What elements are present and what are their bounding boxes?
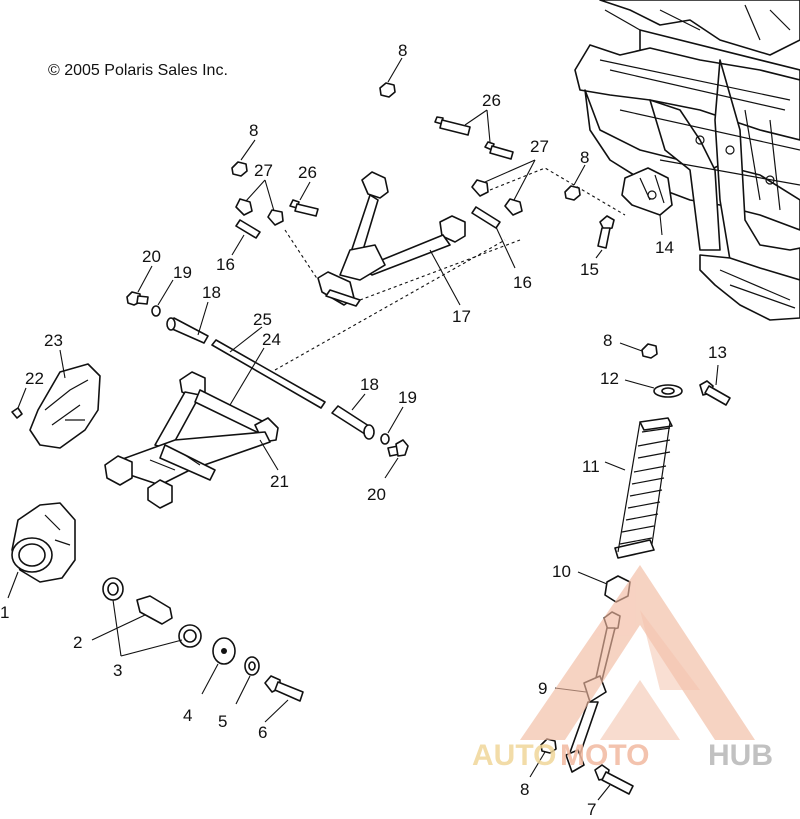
callout-11: 11: [582, 457, 600, 476]
callout-9: 9: [538, 679, 547, 698]
callout-24: 24: [262, 330, 281, 349]
watermark-text-hub: HUB: [708, 739, 773, 772]
callout-20-left: 20: [142, 247, 161, 266]
callout-5: 5: [218, 712, 227, 731]
callout-25: 25: [253, 310, 272, 329]
callout-13: 13: [708, 343, 727, 362]
callout-2: 2: [73, 633, 82, 652]
copyright-notice: © 2005 Polaris Sales Inc.: [48, 62, 228, 79]
callout-16-right: 16: [513, 273, 532, 292]
callout-26-left: 26: [298, 163, 317, 182]
callout-27-right: 27: [530, 137, 549, 156]
wheel-hub: 1: [0, 502, 76, 622]
lower-control-arm: 25 24 21: [104, 239, 506, 509]
callout-19-right: 19: [398, 388, 417, 407]
nut-8-top: 8: [379, 41, 407, 98]
bushing-hardware: 2 3 4 5 6: [73, 577, 304, 742]
hardware-right-upper: 27 8 16: [471, 137, 626, 292]
callout-23: 23: [44, 331, 63, 350]
callout-6: 6: [258, 723, 267, 742]
callout-15: 15: [580, 260, 599, 279]
upper-a-arm: 17: [284, 171, 521, 326]
watermark-text-moto: MOTO: [560, 739, 649, 772]
watermark-triangle-shape: [520, 565, 755, 740]
callout-8-top: 8: [398, 41, 407, 60]
callout-26-top: 26: [482, 91, 501, 110]
callout-22: 22: [25, 369, 44, 388]
callout-8-shock-top: 8: [603, 331, 612, 350]
callout-7: 7: [587, 800, 596, 819]
hardware-right-middle: 18 19 20: [331, 375, 417, 504]
autohub-watermark-logo: AUTO MOTO HUB: [472, 565, 773, 772]
callout-27-left: 27: [254, 161, 273, 180]
callout-4: 4: [183, 706, 192, 725]
watermark-text-auto: AUTO: [472, 739, 556, 772]
callout-16-left: 16: [216, 255, 235, 274]
callout-21: 21: [270, 472, 289, 491]
callout-18-left: 18: [202, 283, 221, 302]
vehicle-frame: [574, 0, 800, 321]
callout-17: 17: [452, 307, 471, 326]
callout-1: 1: [0, 603, 9, 622]
hardware-left-upper: 8 27 26 16: [216, 121, 319, 274]
callout-20-right: 20: [367, 485, 386, 504]
callout-18-right: 18: [360, 375, 379, 394]
bolt-26-top: 26: [434, 91, 514, 160]
guard-plate: 23 22: [11, 331, 101, 449]
callout-12: 12: [600, 369, 619, 388]
callout-19-left: 19: [173, 263, 192, 282]
callout-14: 14: [655, 238, 674, 257]
callout-8-right-upper: 8: [580, 148, 589, 167]
callout-8-shock-bottom: 8: [520, 780, 529, 799]
shock-mount-bracket: 14 15: [580, 167, 674, 279]
callout-3: 3: [113, 661, 122, 680]
hardware-left-lower: 20 19 18: [126, 247, 221, 344]
callout-10: 10: [552, 562, 571, 581]
callout-8-left-upper: 8: [249, 121, 258, 140]
